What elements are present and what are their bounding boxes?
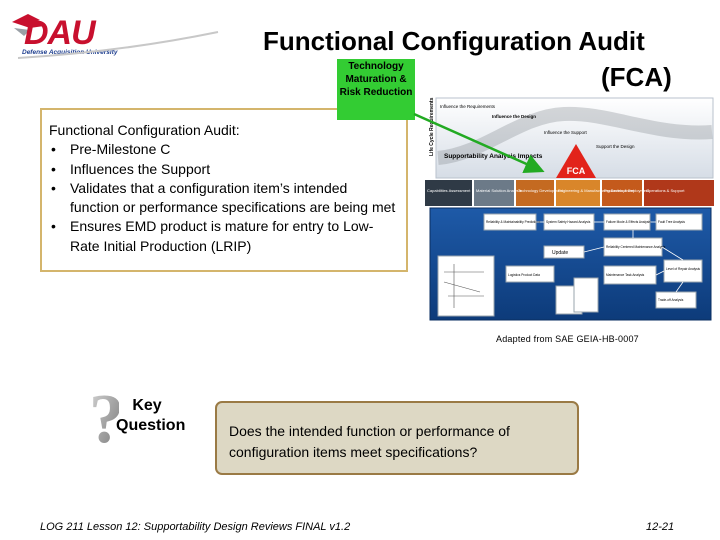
analysis-label: System Safety Hazard Analysis — [546, 220, 591, 224]
diagram-side-label: Life Cycle Requirements — [429, 97, 435, 156]
dau-logo: DAU Defense Acquisition University — [12, 14, 219, 59]
phase-label: Operations & Support — [646, 188, 685, 193]
footer-page-number: 12-21 — [646, 521, 675, 533]
phase-label: Capabilities Assessment — [427, 188, 471, 193]
analysis-label: Reliability & Maintainability Prediction… — [486, 220, 541, 224]
fca-bullet: Ensures EMD product is mature for entry … — [49, 217, 399, 256]
analysis-label: Level of Repair Analysis — [666, 267, 700, 271]
analysis-connectors — [536, 221, 684, 293]
callout-arrow — [413, 112, 545, 174]
fca-badge: FCA — [556, 144, 596, 178]
question-mark-icon: ? — [89, 384, 119, 454]
svg-text:FCA: FCA — [567, 166, 586, 176]
analysis-boxes — [437, 213, 703, 317]
key-question-box — [215, 401, 579, 475]
key-question-label: Key Question — [116, 397, 186, 434]
footer-course-title: LOG 211 Lesson 12: Supportability Design… — [40, 521, 351, 533]
influence-label: Influence the Support — [544, 130, 588, 135]
fca-description: Functional Configuration Audit: Pre-Mile… — [49, 121, 399, 256]
logo-tagline: Defense Acquisition University — [22, 49, 118, 56]
analysis-label: Trade-off Analysis — [658, 298, 684, 302]
influence-label: Support the Design — [596, 144, 635, 149]
fca-bullet: Pre-Milestone C — [49, 140, 399, 160]
phase-label: Material Solution Analysis — [476, 188, 522, 193]
svg-text:?: ? — [89, 384, 119, 454]
fca-bullet: Validates that a configuration item’s in… — [49, 179, 399, 218]
phase-label: Engineering & Manufacturing Development — [558, 188, 635, 193]
fca-bullet: Influences the Support — [49, 160, 399, 180]
analysis-label: Logistics Product Data — [508, 273, 540, 277]
analysis-label: Update — [552, 250, 568, 256]
page-title-line-2: (FCA) — [601, 62, 672, 92]
influence-label: Influence the Design — [492, 114, 536, 119]
analysis-label: Reliability Centered Maintenance Analysi… — [606, 245, 666, 249]
supportability-analysis-diagram: Life Cycle Requirements Influence the Re… — [425, 97, 714, 321]
fca-heading: Functional Configuration Audit: — [49, 122, 240, 138]
phase-label: Technology Development — [518, 188, 564, 193]
analysis-label: Fault Tree Analysis — [658, 220, 685, 224]
diagram-caption: Adapted from SAE GEIA-HB-0007 — [496, 334, 639, 344]
logo-letters: DAU — [24, 14, 97, 52]
supportability-banner: Supportability Analysis Impacts — [444, 153, 543, 160]
technical-drawing-icon — [443, 264, 484, 308]
phase-label: Production & Deployment — [604, 188, 650, 193]
phase-bar — [425, 180, 714, 206]
page-title-line-1: Functional Configuration Audit — [263, 26, 645, 56]
influence-label: Influence the Requirements — [440, 104, 496, 109]
logo-swoosh — [17, 31, 219, 59]
analysis-label: Maintenance Task Analysis — [606, 273, 645, 277]
key-question-text: Does the intended function or performanc… — [229, 423, 510, 460]
fca-bullet-list: Pre-Milestone C Influences the Support V… — [49, 140, 399, 256]
eagle-mark-icon — [12, 14, 44, 36]
influence-wave — [437, 106, 713, 165]
analysis-label: Failure Mode & Effects Analysis — [606, 220, 651, 224]
technology-maturation-callout: Technology Maturation & Risk Reduction — [337, 59, 415, 120]
